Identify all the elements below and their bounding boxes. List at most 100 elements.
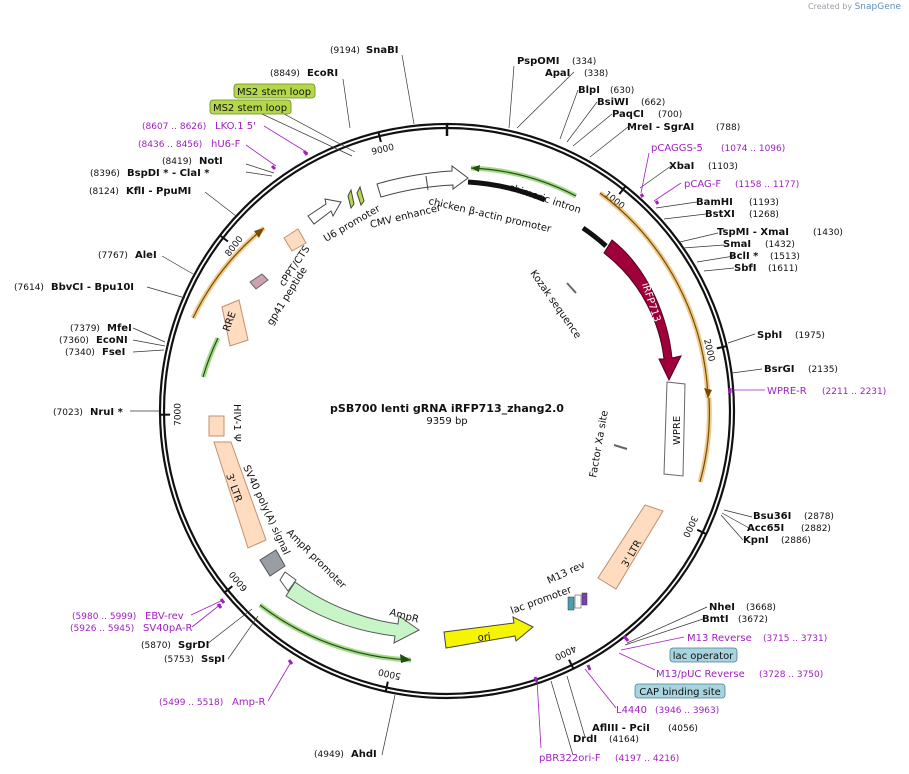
lac-operator-mark — [567, 596, 575, 611]
watermark-brand: SnapGene — [854, 2, 901, 12]
site-pos-bamhi: (1193) — [749, 198, 779, 208]
feature-label-cba-promoter: chicken β-actin promoter — [427, 196, 553, 235]
site-name-tspmi: TspMI - XmaI — [717, 227, 789, 238]
watermark-prefix: Created by — [808, 2, 853, 11]
site-pos-snabi: (9194) — [330, 46, 360, 56]
site-name-xbai: XbaI — [669, 161, 694, 172]
site-name-bspdi: BspDI * - ClaI * — [127, 168, 210, 179]
primer-pos-pcaggs: (1074 .. 1096) — [721, 144, 785, 154]
site-pos-kfli: (8124) — [89, 187, 119, 197]
site-name-econi: EcoNI — [96, 335, 128, 346]
site-pos-sspi: (5753) — [164, 655, 194, 665]
tick-label: 4000 — [553, 643, 578, 662]
tick-label: 5000 — [377, 666, 402, 681]
u6-promoter-arrow — [307, 198, 342, 225]
site-pos-econi: (7360) — [59, 336, 89, 346]
site-pos-mfei: (7379) — [70, 324, 100, 334]
ltr-right-box — [597, 504, 664, 590]
site-pos-noti: (8419) — [162, 157, 192, 167]
site-name-snabi: SnaBI — [366, 45, 398, 56]
ms2-stem-loop-badge-2 — [209, 99, 292, 115]
plasmid-name: pSB700 lenti gRNA iRFP713_zhang2.0 — [330, 402, 564, 415]
tick-mark — [219, 234, 229, 243]
primer-name-m13rev: M13 Reverse — [687, 633, 752, 644]
site-pos-nrui: (7023) — [53, 408, 83, 418]
site-name-pspomi: PspOMI — [517, 56, 559, 67]
primer-name-ebv: EBV-rev — [145, 611, 184, 622]
site-pos-kpni: (2886) — [781, 536, 811, 546]
primer-name-pbr322: pBR322ori-F — [539, 753, 601, 764]
site-name-drdi: DrdI — [573, 734, 597, 745]
site-pos-tspmi: (1430) — [813, 228, 843, 238]
site-pos-mrei: (788) — [716, 123, 740, 133]
tick-label: 6000 — [228, 568, 250, 592]
sv40-polya-box — [259, 549, 286, 577]
lac-operator-label: lac operator — [673, 651, 734, 662]
site-pos-bspdi: (8396) — [90, 169, 120, 179]
site-name-alei: AleI — [135, 250, 157, 261]
tick-marks — [160, 124, 727, 692]
ampr-arrow — [285, 581, 420, 644]
site-name-nrui: NruI * — [90, 407, 124, 418]
cap-binding-site-badge — [634, 683, 726, 699]
primer-pos-l4440: (3946 .. 3963) — [655, 706, 719, 716]
site-pos-bsrgi: (2135) — [808, 365, 838, 375]
feature-label-factor-xa: Factor Xa site — [588, 410, 611, 479]
primer-pos-pcag: (1158 .. 1177) — [735, 180, 799, 190]
site-name-fsei: FseI — [102, 347, 125, 358]
kozak-mark — [566, 282, 577, 294]
ampr-promoter-arrow — [279, 571, 297, 592]
site-name-bamhi: BamHI — [696, 197, 733, 208]
primer-name-sv40pa: SV40pA-R — [143, 623, 192, 634]
primer-name-ampr: Amp-R — [232, 697, 266, 708]
site-name-kpni: KpnI — [743, 535, 769, 546]
lac-promoter-mark — [574, 594, 582, 609]
site-name-bsrgi: BsrGI — [764, 364, 794, 375]
primer-name-lko: LKO.1 5' — [215, 121, 256, 132]
site-name-sbfi: SbfI — [734, 263, 756, 274]
tick-mark — [716, 345, 727, 350]
tick-mark — [377, 132, 382, 143]
site-name-bbvci: BbvCI - Bpu10I — [51, 282, 134, 293]
m13-mark — [581, 592, 588, 606]
site-name-bsu36i: Bsu36I — [753, 511, 791, 522]
primer-name-wpre: WPRE-R — [767, 386, 807, 397]
tick-mark — [223, 585, 233, 594]
site-pos-bstxi: (1268) — [749, 210, 779, 220]
irfp713-arrow — [603, 239, 682, 382]
primer-pos-hu6: (8436 .. 8456) — [138, 140, 202, 150]
primer-name-pcaggs: pCAGGS-5 — [651, 143, 703, 154]
site-name-smai: SmaI — [723, 239, 751, 250]
primer-pos-wpre: (2211 .. 2231) — [822, 387, 886, 397]
tick-mark — [384, 681, 389, 692]
site-pos-xbai: (1103) — [708, 162, 738, 172]
site-pos-paqci: (700) — [658, 110, 682, 120]
cppt-box — [283, 228, 307, 252]
feature-label-cmv-enhancer: CMV enhancer — [369, 202, 443, 230]
lac-operator-badge — [669, 647, 738, 663]
site-name-nhei: NheI — [709, 602, 735, 613]
primer-pos-ebv: (5980 .. 5999) — [72, 612, 136, 622]
cap-binding-site-label: CAP binding site — [639, 687, 721, 698]
feature-label-m13-rev: M13 rev — [546, 560, 587, 587]
hiv-psi-box — [208, 415, 225, 437]
tick-label: 9000 — [371, 143, 396, 158]
plasmid-length: 9359 bp — [426, 416, 467, 427]
primer-pos-lko: (8607 .. 8626) — [142, 122, 206, 132]
site-pos-alei: (7767) — [98, 251, 128, 261]
feature-label-hiv-psi: HIV-1 Ψ — [231, 404, 242, 442]
site-name-acc65i: Acc65I — [747, 523, 784, 534]
site-pos-pspomi: (334) — [572, 57, 596, 67]
feature-label-irfp713: iRFP713 — [639, 282, 662, 324]
site-pos-bbvci: (7614) — [14, 283, 44, 293]
feature-label-ori: ori — [477, 632, 491, 644]
site-pos-ecori: (8849) — [270, 69, 300, 79]
primer-pos-m13rev: (3715 .. 3731) — [763, 634, 827, 644]
site-name-sspi: SspI — [201, 654, 225, 665]
site-name-ecori: EcoRI — [307, 68, 338, 79]
feature-label-kozak: Kozak sequence — [528, 268, 583, 340]
snapgene-watermark: Created by SnapGene — [808, 2, 901, 12]
cmv-enhancer-arrow — [376, 165, 469, 198]
promoter-bar — [581, 225, 608, 248]
